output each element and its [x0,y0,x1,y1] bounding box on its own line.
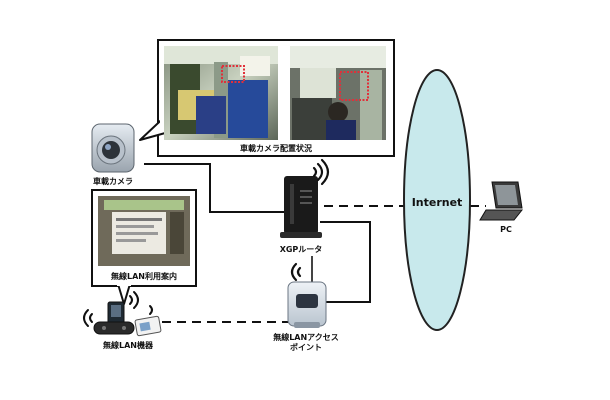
access-point-label-line2: ポイント [290,343,322,352]
internet-label: Internet [411,196,463,209]
router-ap-line [320,221,371,303]
pc-label: PC [500,225,512,234]
access-point-label-line1: 無線LANアクセス [273,333,339,342]
access-point-icon [287,256,327,328]
camera-label: 車載カメラ [93,177,133,186]
camera-layout-caption: 車載カメラ配置状況 [238,143,314,154]
devices-signal-icon [83,291,153,327]
camera-router-line [144,163,284,213]
connection-lines [144,163,486,323]
wlan-guide-photo [98,196,190,266]
bus-interior-photo-right [290,46,386,140]
access-point-label: 無線LANアクセス ポイント [273,333,339,353]
wlan-devices-icon [93,301,162,337]
camera-highlight-left [221,65,245,83]
router-label: XGPルータ [279,245,323,254]
wlan-devices-label: 無線LAN機器 [103,341,153,350]
router-signal-icon [312,158,330,186]
pc-icon [479,181,524,221]
wlan-guide-caption: 無線LAN利用案内 [111,272,177,281]
internet-cloud [403,69,471,331]
xgp-router-icon [280,176,322,238]
camera-highlight-right [339,71,369,101]
bus-interior-photo-left [164,46,278,140]
network-camera-icon [91,123,135,173]
ap-signal-icon [290,262,302,282]
